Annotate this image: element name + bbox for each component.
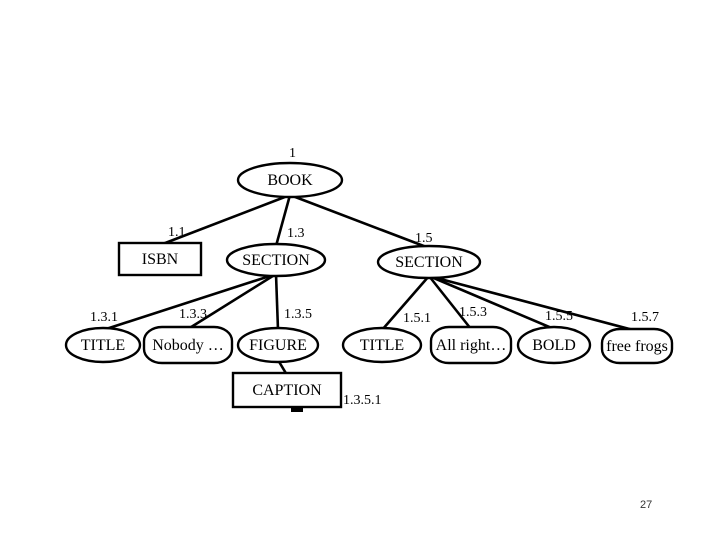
node-label-section-1-5: SECTION xyxy=(395,254,463,271)
node-shape-text-1-5-3 xyxy=(429,325,513,365)
edge-section-1-5-to-text-1-5-7 xyxy=(428,274,638,333)
node-section-1-3: SECTION xyxy=(225,242,327,278)
edge-book-to-section-1-3 xyxy=(274,194,292,247)
node-bold-1-5-5: BOLD xyxy=(516,325,592,365)
node-label-section-1-3: SECTION xyxy=(242,252,310,269)
node-book: BOOK xyxy=(236,161,344,199)
edge-section-1-5-to-text-1-5-3 xyxy=(427,275,473,330)
node-text-1-5-3: All right… xyxy=(429,325,513,365)
node-shape-isbn xyxy=(117,241,203,277)
edge-section-1-5-to-title-1-5-1 xyxy=(381,275,430,331)
node-shape-title-1-3-1 xyxy=(64,326,142,364)
node-label-book: BOOK xyxy=(267,172,313,189)
node-figure-1-3-5: FIGURE xyxy=(236,326,320,364)
node-id-text-1-3-3: 1.3.3 xyxy=(179,307,207,322)
node-shape-book xyxy=(236,161,344,199)
node-label-bold-1-5-5: BOLD xyxy=(532,337,576,354)
node-section-1-5: SECTION xyxy=(376,244,482,280)
page-number: 27 xyxy=(640,499,653,511)
edge-section-1-3-to-figure-1-3-5 xyxy=(274,273,280,331)
node-label-text-1-3-3: Nobody … xyxy=(152,337,224,354)
node-label-text-1-5-3: All right… xyxy=(436,337,507,354)
node-text-1-3-3: Nobody … xyxy=(142,325,234,365)
node-id-section-1-3: 1.3 xyxy=(287,226,305,241)
node-id-isbn: 1.1 xyxy=(168,225,186,240)
node-id-text-1-5-3: 1.5.3 xyxy=(459,305,487,320)
node-label-title-1-3-1: TITLE xyxy=(81,337,125,354)
node-label-title-1-5-1: TITLE xyxy=(360,337,404,354)
node-id-book: 1 xyxy=(289,146,296,161)
node-id-figure-1-3-5: 1.3.5 xyxy=(284,307,312,322)
node-id-section-1-5: 1.5 xyxy=(415,231,433,246)
node-text-1-5-7: free frogs xyxy=(600,327,674,365)
node-shape-bold-1-5-5 xyxy=(516,325,592,365)
edge-book-to-section-1-5 xyxy=(289,193,430,250)
edge-section-1-3-to-text-1-3-3 xyxy=(187,272,277,331)
node-id-bold-1-5-5: 1.5.5 xyxy=(545,309,573,324)
node-id-text-1-5-7: 1.5.7 xyxy=(631,310,659,325)
node-id-title-1-3-1: 1.3.1 xyxy=(90,310,118,325)
caption-tab-marker xyxy=(291,406,303,412)
nodes: BOOK ISBN SECTION SECTION TITLE Nobody … FIGUR… xyxy=(64,161,674,412)
node-title-1-3-1: TITLE xyxy=(64,326,142,364)
node-label-figure-1-3-5: FIGURE xyxy=(249,337,307,354)
node-id-caption-1-3-5-1: 1.3.5.1 xyxy=(343,393,382,408)
node-label-caption-1-3-5-1: CAPTION xyxy=(252,382,322,399)
node-label-isbn: ISBN xyxy=(142,251,179,268)
node-isbn: ISBN xyxy=(117,241,203,277)
node-shape-section-1-3 xyxy=(225,242,327,278)
node-shape-text-1-5-7 xyxy=(600,327,674,365)
node-shape-text-1-3-3 xyxy=(142,325,234,365)
node-ids: 1 1.1 1.3 1.5 1.3.1 1.3.3 1.3.5 1.5.1 1.5.3 1.5.5… xyxy=(90,146,659,408)
node-shape-caption-1-3-5-1 xyxy=(231,371,343,409)
edge-section-1-3-to-title-1-3-1 xyxy=(102,272,277,332)
edge-section-1-5-to-bold-1-5-5 xyxy=(428,274,555,331)
node-title-1-5-1: TITLE xyxy=(341,326,423,364)
node-shape-title-1-5-1 xyxy=(341,326,423,364)
node-shape-figure-1-3-5 xyxy=(236,326,320,364)
node-id-title-1-5-1: 1.5.1 xyxy=(403,311,431,326)
node-label-text-1-5-7: free frogs xyxy=(606,338,668,355)
node-shape-section-1-5 xyxy=(376,244,482,280)
node-caption-1-3-5-1: CAPTION xyxy=(231,371,343,409)
edge-book-to-isbn xyxy=(159,193,291,247)
